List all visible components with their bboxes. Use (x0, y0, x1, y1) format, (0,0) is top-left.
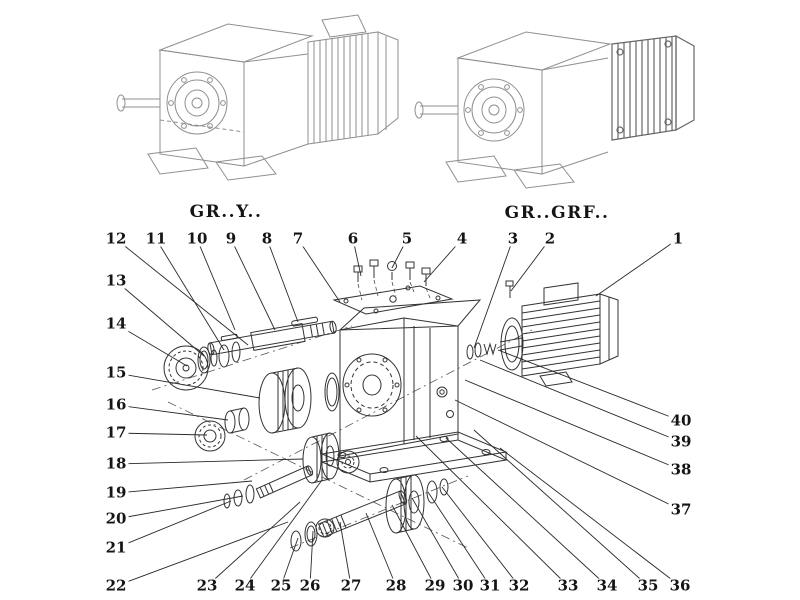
callout-40: 40 (668, 411, 694, 430)
exploded-assembly (163, 259, 619, 552)
callout-4: 4 (454, 229, 470, 248)
leader-line-30 (411, 497, 464, 587)
callout-35: 35 (635, 576, 661, 595)
leader-line-1 (595, 238, 679, 297)
callout-18: 18 (103, 454, 129, 473)
leader-line-8 (266, 238, 299, 323)
leader-line-40 (497, 349, 682, 422)
variant-label-gr-grf: GR..GRF.. (504, 203, 610, 223)
callout-39: 39 (668, 432, 694, 451)
callout-32: 32 (506, 576, 532, 595)
leader-line-38 (464, 379, 682, 471)
leader-line-17 (115, 432, 208, 436)
motor-assembly (466, 280, 619, 387)
leader-line-37 (454, 399, 682, 511)
callout-28: 28 (383, 576, 409, 595)
callout-38: 38 (668, 460, 694, 479)
leader-line-12 (115, 238, 249, 346)
gear-housing (320, 299, 508, 483)
callout-24: 24 (232, 576, 258, 595)
leader-line-9 (230, 238, 276, 331)
callout-26: 26 (297, 576, 323, 595)
leader-line-28 (365, 512, 397, 587)
leader-line-21 (115, 500, 232, 549)
leader-line-10 (196, 238, 236, 331)
leader-line-27 (339, 521, 352, 587)
axis-lines (151, 325, 533, 549)
leader-lines (115, 238, 682, 587)
callout-7: 7 (290, 229, 306, 248)
gearmotor-drawing-gr-y (116, 14, 399, 181)
callout-17: 17 (103, 423, 129, 442)
callout-16: 16 (103, 395, 129, 414)
callout-36: 36 (667, 576, 693, 595)
callout-11: 11 (143, 229, 169, 248)
output-shaft-assembly (290, 474, 449, 552)
callout-31: 31 (477, 576, 503, 595)
leader-line-16 (115, 404, 229, 421)
callout-8: 8 (259, 229, 275, 248)
callout-29: 29 (422, 576, 448, 595)
leader-line-19 (115, 480, 253, 494)
second-stage-gear-set (223, 432, 360, 509)
leader-line-18 (115, 458, 304, 465)
callout-14: 14 (103, 314, 129, 333)
callout-27: 27 (338, 576, 364, 595)
callout-23: 23 (194, 576, 220, 595)
leader-line-13 (115, 280, 205, 357)
leader-line-22 (115, 521, 289, 587)
callout-34: 34 (594, 576, 620, 595)
callout-6: 6 (345, 229, 361, 248)
leader-line-24 (244, 479, 323, 587)
callout-15: 15 (103, 363, 129, 382)
leader-line-20 (115, 495, 244, 520)
callout-12: 12 (103, 229, 129, 248)
callout-1: 1 (670, 229, 686, 248)
top-cover-and-bolts (332, 259, 454, 315)
callout-21: 21 (103, 538, 129, 557)
callout-37: 37 (668, 500, 694, 519)
leader-line-36 (499, 447, 681, 587)
leader-line-26 (309, 530, 314, 587)
callout-30: 30 (450, 576, 476, 595)
callout-25: 25 (268, 576, 294, 595)
leader-line-2 (510, 238, 551, 292)
callout-9: 9 (223, 229, 239, 248)
variant-label-gr-y: GR..Y.. (189, 202, 263, 222)
leader-line-39 (479, 359, 682, 443)
flange-block (611, 34, 695, 141)
callout-5: 5 (399, 229, 415, 248)
leader-line-33 (415, 435, 569, 587)
callout-10: 10 (184, 229, 210, 248)
callout-20: 20 (103, 509, 129, 528)
leader-line-7 (297, 238, 341, 303)
callout-22: 22 (103, 576, 129, 595)
leader-line-29 (391, 504, 436, 587)
leader-line-31 (427, 491, 491, 587)
leader-line-35 (473, 429, 649, 587)
callout-2: 2 (542, 229, 558, 248)
callout-13: 13 (103, 271, 129, 290)
first-stage-gear-set (194, 367, 340, 452)
leader-line-11 (155, 238, 225, 351)
leader-line-15 (115, 372, 261, 399)
leader-line-32 (441, 486, 520, 587)
callout-33: 33 (555, 576, 581, 595)
leader-line-25 (280, 537, 299, 587)
gearmotor-drawing-gr-grf (414, 31, 695, 189)
leader-line-34 (445, 437, 608, 587)
leader-line-3 (473, 238, 514, 349)
callout-3: 3 (505, 229, 521, 248)
leader-line-23 (206, 501, 301, 587)
input-shaft-assembly (163, 316, 337, 391)
callout-19: 19 (103, 483, 129, 502)
